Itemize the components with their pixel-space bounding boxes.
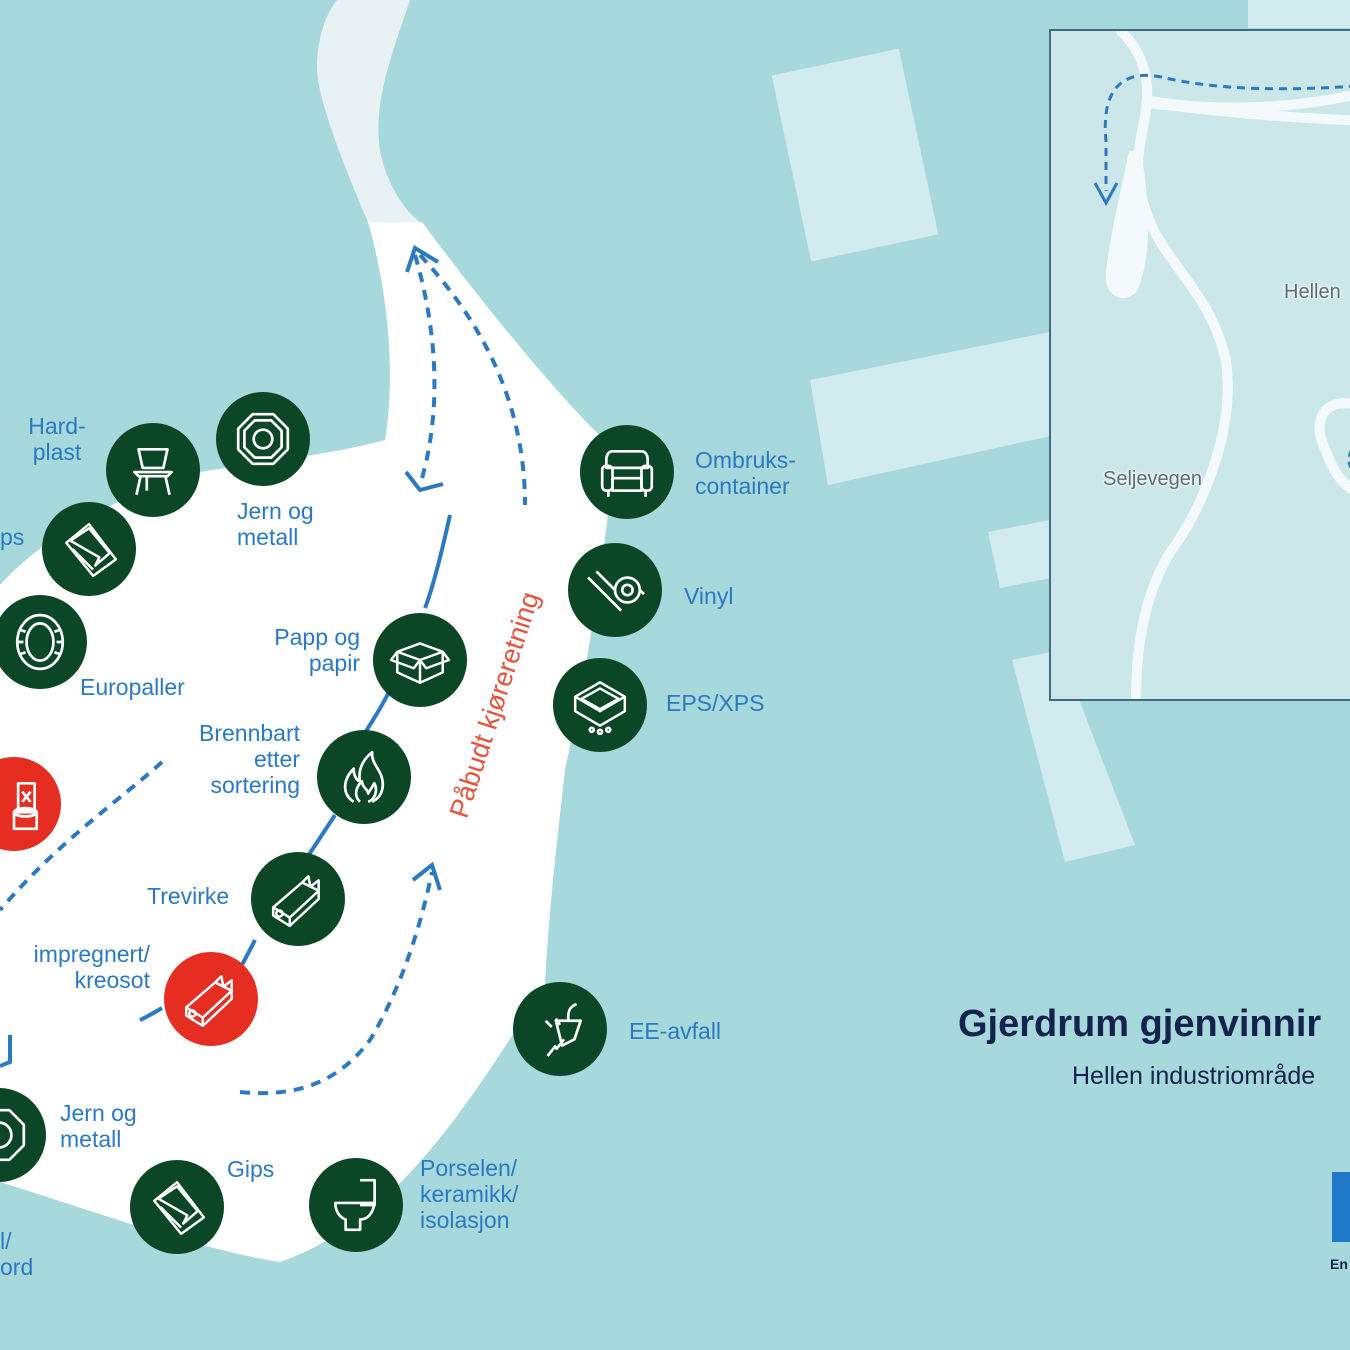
station-porselen[interactable] xyxy=(309,1158,403,1252)
station-eps-xps[interactable] xyxy=(553,658,647,752)
label-bottom-left: l/ ord xyxy=(0,1228,34,1280)
insulation-block-icon xyxy=(573,681,627,736)
label-europaller: Europaller xyxy=(80,674,185,700)
chair-icon xyxy=(133,447,173,496)
label-gips-bottom: Gips xyxy=(227,1156,275,1182)
building xyxy=(1012,650,1135,862)
gypsum-board-icon xyxy=(153,1180,206,1236)
armchair-icon xyxy=(600,449,654,497)
station-papp-og-papir[interactable] xyxy=(373,613,467,707)
label-gips-top: ps xyxy=(0,524,25,550)
station-ee-avfall[interactable] xyxy=(513,982,607,1076)
recycling-site-area xyxy=(0,222,615,1262)
building xyxy=(988,520,1062,588)
label-brennbart: Brennbart etter sortering xyxy=(198,720,300,798)
label-impregnert: impregnert/ kreosot xyxy=(33,941,150,993)
station-impregnert[interactable] xyxy=(164,952,258,1046)
building xyxy=(1248,0,1350,28)
label-porselen: Porselen/ keramikk/ isolasjon xyxy=(420,1155,519,1233)
wood-beam-icon xyxy=(271,875,320,928)
station-gips-top[interactable] xyxy=(42,502,136,596)
label-vinyl: Vinyl xyxy=(684,583,734,609)
overview-inset-map: Hellen Seljevegen xyxy=(1049,29,1350,701)
label-jern-og-metall-bottom: Jern og metall xyxy=(60,1100,137,1152)
electric-plug-icon xyxy=(544,1002,583,1057)
hazardous-canister-icon xyxy=(12,781,39,831)
fire-icon xyxy=(343,750,385,804)
label-jern-og-metall-top: Jern og metall xyxy=(237,498,314,550)
inset-road-label-hellen: Hellen xyxy=(1284,281,1341,303)
map-subtitle: Hellen industriområde xyxy=(1072,1062,1316,1090)
treated-wood-icon xyxy=(184,975,233,1028)
label-ee-avfall: EE-avfall xyxy=(629,1018,722,1044)
toilet-icon xyxy=(333,1178,376,1232)
station-hardplast[interactable] xyxy=(106,423,200,517)
inset-road-fork xyxy=(1105,151,1149,299)
station-vinyl[interactable] xyxy=(568,543,662,637)
building xyxy=(810,330,1078,485)
gypsum-board-icon xyxy=(65,522,118,578)
station-gips-bottom[interactable] xyxy=(130,1160,224,1254)
station-trevirke[interactable] xyxy=(251,852,345,946)
logo-mark xyxy=(1332,1172,1350,1242)
label-eps-xps: EPS/XPS xyxy=(666,690,765,716)
station-europaller[interactable] xyxy=(0,595,87,689)
cardboard-box-icon xyxy=(389,642,451,684)
label-papp-og-papir: Papp og papir xyxy=(274,624,360,676)
inset-roads xyxy=(1093,31,1350,699)
label-hardplast: Hard- plast xyxy=(28,413,86,465)
map-title: Gjerdrum gjenvinnir xyxy=(958,1003,1322,1045)
logo-text: En xyxy=(1330,1256,1348,1272)
station-brennbart[interactable] xyxy=(317,730,411,824)
station-jern-og-metall-top[interactable] xyxy=(216,392,310,486)
metal-nut-icon xyxy=(0,1108,26,1162)
access-road xyxy=(317,0,420,222)
station-ombruk[interactable] xyxy=(580,425,674,519)
tire-icon xyxy=(15,613,65,671)
label-trevirke: Trevirke xyxy=(147,883,230,909)
metal-nut-icon xyxy=(236,412,290,466)
label-ombruk: Ombruks- container xyxy=(695,447,796,499)
inset-road-label-seljevegen: Seljevegen xyxy=(1103,468,1202,490)
vinyl-roll-icon xyxy=(587,570,645,612)
building xyxy=(771,48,939,262)
